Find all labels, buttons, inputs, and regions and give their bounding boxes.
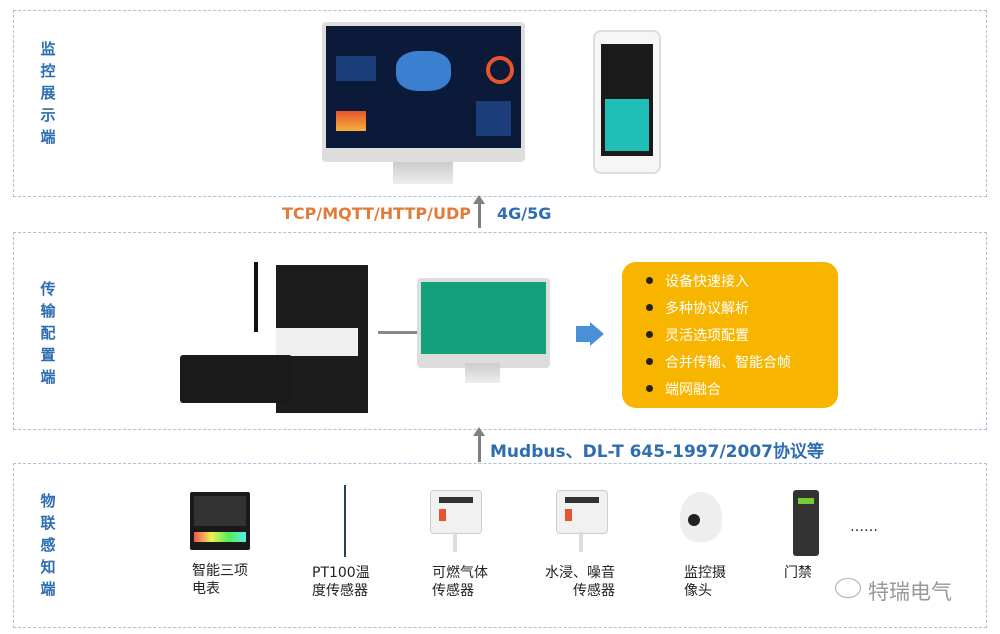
phone-screen — [601, 44, 653, 156]
features-box: 设备快速接入 多种协议解析 灵活选项配置 合并传输、智能合帧 端网融合 — [622, 262, 838, 408]
power-meter-image — [190, 492, 250, 550]
watermark: 特瑞电气 — [868, 580, 952, 604]
phone — [593, 30, 661, 174]
right-arrow-head — [590, 322, 604, 346]
phone-tiles — [605, 99, 649, 151]
sensor-probe — [579, 532, 583, 552]
pt100-probe-image — [344, 485, 346, 557]
feature-item: 合并传输、智能合帧 — [646, 348, 838, 375]
sensing-panel — [13, 463, 987, 628]
device-label: 水浸、噪音传感器 — [545, 565, 615, 599]
config-monitor-stand — [465, 363, 500, 383]
config-monitor — [417, 278, 550, 368]
gateway-label — [276, 328, 358, 356]
up-arrow-bottom — [473, 427, 485, 462]
device-label: 可燃气体传感器 — [432, 565, 488, 599]
dashboard-monitor — [322, 22, 525, 162]
up-arrow-top — [473, 195, 485, 228]
map-graphic — [396, 51, 451, 91]
sensor-probe — [453, 532, 457, 552]
display-panel — [13, 10, 987, 197]
protocols-right: 4G/5G — [497, 204, 552, 223]
feature-item: 多种协议解析 — [646, 294, 838, 321]
right-arrow-icon — [576, 326, 590, 342]
feature-item: 端网融合 — [646, 375, 838, 402]
water-noise-sensor-image — [556, 490, 608, 534]
device-label: 智能三项电表 — [192, 563, 248, 597]
transport-panel — [13, 232, 987, 430]
section-label-sensing: 物联感知端 — [40, 492, 56, 598]
protocols-left: TCP/MQTT/HTTP/UDP — [282, 204, 471, 223]
monitor-stand — [393, 162, 453, 184]
gauge-widget — [486, 56, 514, 84]
bar-widget — [476, 101, 511, 136]
feature-item: 设备快速接入 — [646, 267, 838, 294]
antenna — [254, 262, 258, 332]
wechat-icon — [835, 578, 861, 598]
device-label: PT100温度传感器 — [312, 565, 370, 599]
router-device — [180, 355, 292, 403]
funnel-widget — [336, 111, 366, 131]
access-control-image — [793, 490, 819, 556]
chart-widget — [336, 56, 376, 81]
device-label: 监控摄像头 — [684, 565, 726, 599]
gas-sensor-image — [430, 490, 482, 534]
camera-image — [680, 492, 722, 542]
feature-item: 灵活选项配置 — [646, 321, 838, 348]
section-label-transport: 传输配置端 — [40, 280, 56, 386]
protocols-bottom: Mudbus、DL-T 645-1997/2007协议等 — [490, 442, 824, 462]
device-label: 门禁 — [784, 565, 812, 581]
section-label-display: 监控展示端 — [40, 40, 56, 146]
connector-line — [378, 331, 418, 334]
more-devices: …… — [850, 519, 878, 535]
